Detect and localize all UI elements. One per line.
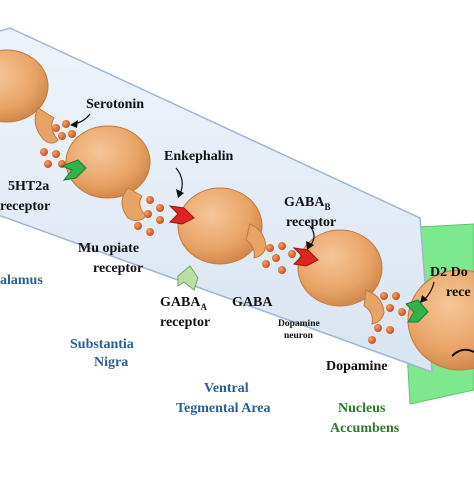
nucleus-accumbens-label-line2: Accumbens (330, 421, 400, 436)
gaba-molecules (262, 242, 296, 274)
dopamine-neuron-label-line1: Dopamine (278, 319, 320, 329)
enkephalin-label: Enkephalin (164, 149, 233, 164)
5ht2a-label-line2: receptor (0, 199, 50, 214)
hypothalamus-region-label: alamus (0, 273, 43, 288)
substantia-nigra-label-line1: Substantia (70, 337, 134, 352)
d2-receptor-icon (405, 299, 429, 323)
d2-label-line1: D2 Do (430, 265, 468, 280)
gabab-label-line2: receptor (286, 215, 336, 230)
gabaa-label-line2: receptor (160, 315, 210, 330)
dopamine-molecules (368, 292, 406, 344)
neuron-1 (0, 49, 59, 144)
gabab-label-line1: GABAB (284, 195, 330, 212)
enkephalin-arrowhead-icon (176, 189, 184, 198)
nucleus-accumbens-label-line1: Nucleus (338, 401, 386, 416)
gaba-label: GABA (232, 295, 273, 310)
neuron-5 (407, 269, 474, 371)
5ht2a-receptor-icon (60, 159, 87, 181)
neuron-4 (297, 229, 385, 325)
d2-arrowhead-icon (420, 295, 428, 303)
dopamine-neuron-label-line2: neuron (284, 331, 314, 341)
serotonin-molecules (40, 120, 76, 168)
serotonin-arrowhead-icon (70, 120, 78, 128)
dopamine-label: Dopamine (326, 359, 387, 374)
mu-opiate-label-line1: Mu opiate (78, 241, 139, 256)
vta-label-line1: Ventral (204, 381, 249, 396)
neuron-2 (65, 125, 151, 222)
substantia-nigra-label-line2: Nigra (94, 355, 128, 370)
5ht2a-label-line1: 5HT2a (8, 179, 49, 194)
mu-opiate-receptor-icon (168, 205, 195, 225)
mu-opiate-label-line2: receptor (93, 261, 143, 276)
gabaa-receptor-icon (177, 265, 199, 291)
d2-label-line2: rece (446, 285, 471, 300)
vta-label-line2: Tegmental Area (176, 401, 271, 416)
gabab-receptor-icon (292, 247, 319, 267)
neuron-3 (177, 187, 267, 265)
gabab-arrowhead-icon (306, 241, 314, 250)
serotonin-label: Serotonin (86, 97, 144, 112)
enkephalin-molecules (134, 196, 164, 236)
gabaa-label-line1: GABAA (160, 295, 207, 312)
